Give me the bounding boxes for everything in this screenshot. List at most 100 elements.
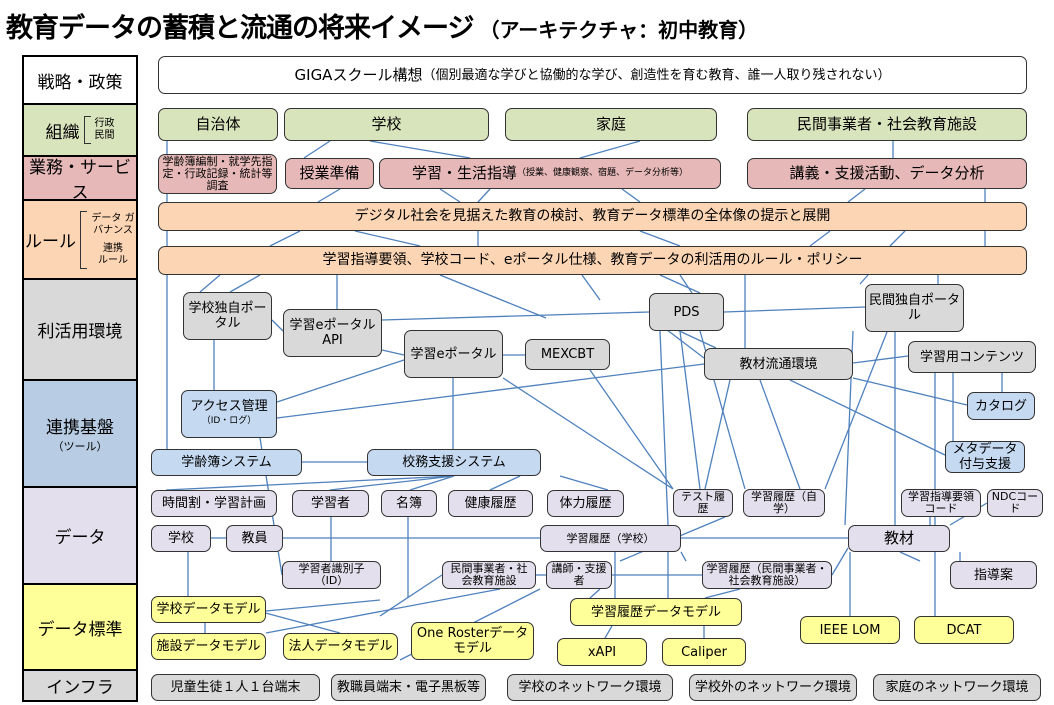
connector-line	[889, 230, 906, 247]
node-xapi[interactable]: xAPI	[557, 638, 647, 666]
connector-line	[589, 369, 674, 490]
connector-line	[704, 379, 731, 490]
connector-line	[381, 311, 650, 321]
node-hojin-model[interactable]: 法人データモデル	[283, 633, 398, 660]
layer-standard: データ標準	[22, 583, 138, 669]
connector-line	[271, 319, 284, 332]
node-shisetsu-model[interactable]: 施設データモデル	[151, 633, 266, 660]
node-rule1[interactable]: デジタル社会を見据えた教育の検討、教育データ標準の全体像の提示と展開	[158, 202, 1027, 231]
node-infra4[interactable]: 学校外のネットワーク環境	[689, 674, 857, 701]
connector-line	[899, 551, 921, 562]
node-gakko-data[interactable]: 学校	[151, 525, 211, 552]
node-gakureibo-sys[interactable]: 学齢簿システム	[151, 449, 302, 476]
node-note: （授業、健康観察、宿題、データ分析等）	[517, 168, 689, 178]
node-jichitai[interactable]: 自治体	[158, 108, 278, 141]
node-mexcbt[interactable]: MEXCBT	[525, 339, 610, 370]
layer-label: 組織	[45, 122, 80, 143]
connector-line	[265, 588, 501, 634]
brace: データ ガバナンス連携 ルール	[80, 210, 135, 269]
node-giga[interactable]: GIGAスクール構想（個別最適な学びと協働的な学び、創造性を育む教育、誰一人取り…	[158, 56, 1027, 94]
node-rireki-gakko[interactable]: 学習履歴（学校）	[540, 525, 681, 552]
node-gakko-portal[interactable]: 学校独自ポータル	[183, 292, 272, 340]
node-rireki-jigaku[interactable]: 学習履歴（自学）	[743, 489, 825, 517]
node-kogi[interactable]: 講義・支援活動、データ分析	[747, 158, 1027, 189]
layer-sublabel: （ツール）	[52, 440, 108, 453]
node-catalog[interactable]: カタログ	[967, 392, 1035, 420]
node-shido-code[interactable]: 学習指導要領コード	[901, 489, 981, 517]
connector-line	[659, 274, 701, 294]
node-gakurei-gyomu[interactable]: 学齢簿編制・就学先指定・行政記録・統計等調査	[158, 154, 277, 194]
layer-strategy: 戦略・政策	[22, 55, 138, 103]
node-infra1[interactable]: 児童生徒１人１台端末	[151, 674, 320, 701]
node-minkan-portal[interactable]: 民間独自ポータル	[865, 284, 964, 332]
node-gakushu-seikatsu[interactable]: 学習・生活指導（授業、健康観察、宿題、データ分析等）	[379, 158, 721, 189]
layer-label: 戦略・政策	[37, 72, 123, 93]
node-eportal-api[interactable]: 学習eポータルAPI	[283, 309, 382, 357]
node-label: アクセス管理	[190, 399, 268, 414]
node-tairyoku[interactable]: 体力履歴	[547, 490, 624, 517]
node-shidoan[interactable]: 指導案	[950, 561, 1037, 589]
brace-label: データ ガバナンス	[91, 212, 135, 236]
node-katei[interactable]: 家庭	[505, 108, 717, 141]
layer-platform: 連携基盤（ツール）	[22, 379, 138, 486]
title-sub: （アーキテクチャ：初中教育）	[479, 18, 759, 42]
node-minkan-data[interactable]: 民間事業者・社会教育施設	[442, 561, 536, 589]
node-test[interactable]: テスト履歴	[673, 489, 733, 517]
connector-line	[847, 188, 866, 203]
node-meibo[interactable]: 名簿	[381, 490, 437, 517]
node-rireki-model[interactable]: 学習履歴データモデル	[570, 598, 742, 626]
node-meta[interactable]: メタデータ付与支援	[945, 441, 1025, 473]
connector-line	[852, 355, 909, 364]
node-eportal[interactable]: 学習eポータル	[404, 330, 503, 378]
connector-line	[354, 230, 421, 247]
connector-line	[269, 230, 301, 247]
node-oneroster[interactable]: One Rosterデータモデル	[411, 622, 534, 660]
node-contents[interactable]: 学習用コンテンツ	[908, 341, 1036, 373]
node-ndc[interactable]: NDCコード	[987, 489, 1043, 517]
connector-line	[581, 274, 601, 301]
connector-line	[559, 475, 609, 491]
node-gakko-model[interactable]: 学校データモデル	[151, 596, 266, 623]
node-dcat[interactable]: DCAT	[914, 616, 1014, 644]
brace-label: 連携 ルール	[98, 242, 128, 266]
node-kenko[interactable]: 健康履歴	[448, 490, 533, 517]
node-komu-sys[interactable]: 校務支援システム	[367, 449, 541, 476]
node-gakko-org[interactable]: 学校	[284, 108, 489, 141]
layer-label: インフラ	[46, 678, 114, 698]
connector-line	[824, 331, 888, 490]
connector-line	[199, 274, 221, 293]
connector-line	[809, 230, 831, 247]
connector-line	[439, 188, 461, 203]
node-koshi[interactable]: 講師・支援者	[546, 561, 612, 589]
node-kyozai[interactable]: 教材	[848, 525, 950, 552]
node-jugyo-junbi[interactable]: 授業準備	[285, 158, 374, 189]
connector-line	[257, 610, 341, 634]
connector-line	[579, 140, 641, 159]
node-kyozai-ryutsu[interactable]: 教材流通環境	[704, 348, 853, 380]
node-kyoin[interactable]: 教員	[226, 525, 283, 552]
connector-line	[759, 379, 801, 490]
connector-line	[679, 330, 701, 490]
node-access[interactable]: アクセス管理（ID・ログ）	[181, 390, 277, 438]
layer-org: 組織 行政民間	[22, 103, 138, 155]
node-infra5[interactable]: 家庭のネットワーク環境	[873, 674, 1041, 701]
connector-line	[439, 274, 547, 319]
node-gakushusha[interactable]: 学習者	[292, 490, 369, 517]
brace-label: 行政	[94, 118, 115, 129]
node-minkan-org[interactable]: 民間事業者・社会教育施設	[747, 108, 1027, 141]
connector-line	[409, 475, 455, 491]
node-infra2[interactable]: 教職員端末・電子黒板等	[331, 674, 486, 701]
layer-label: データ	[54, 528, 106, 548]
connector-line	[659, 330, 669, 526]
node-jikanwari[interactable]: 時間割・学習計画	[151, 490, 277, 517]
brace-label: 民間	[94, 130, 115, 141]
node-caliper[interactable]: Caliper	[662, 638, 746, 666]
node-ieee-lom[interactable]: IEEE LOM	[800, 616, 900, 644]
node-rule2[interactable]: 学習指導要領、学校コード、eポータル仕様、教育データの利活用のルール・ポリシー	[158, 246, 1027, 275]
node-pds[interactable]: PDS	[649, 293, 724, 331]
node-shikibetsu[interactable]: 学習者識別子（ID）	[282, 561, 381, 589]
connector-line	[639, 230, 681, 247]
node-infra3[interactable]: 学校のネットワーク環境	[507, 674, 673, 701]
layer-service: 業務・サービス	[22, 155, 138, 203]
node-rireki-minkan[interactable]: 学習履歴（民間事業者・社会教育施設）	[702, 561, 832, 589]
